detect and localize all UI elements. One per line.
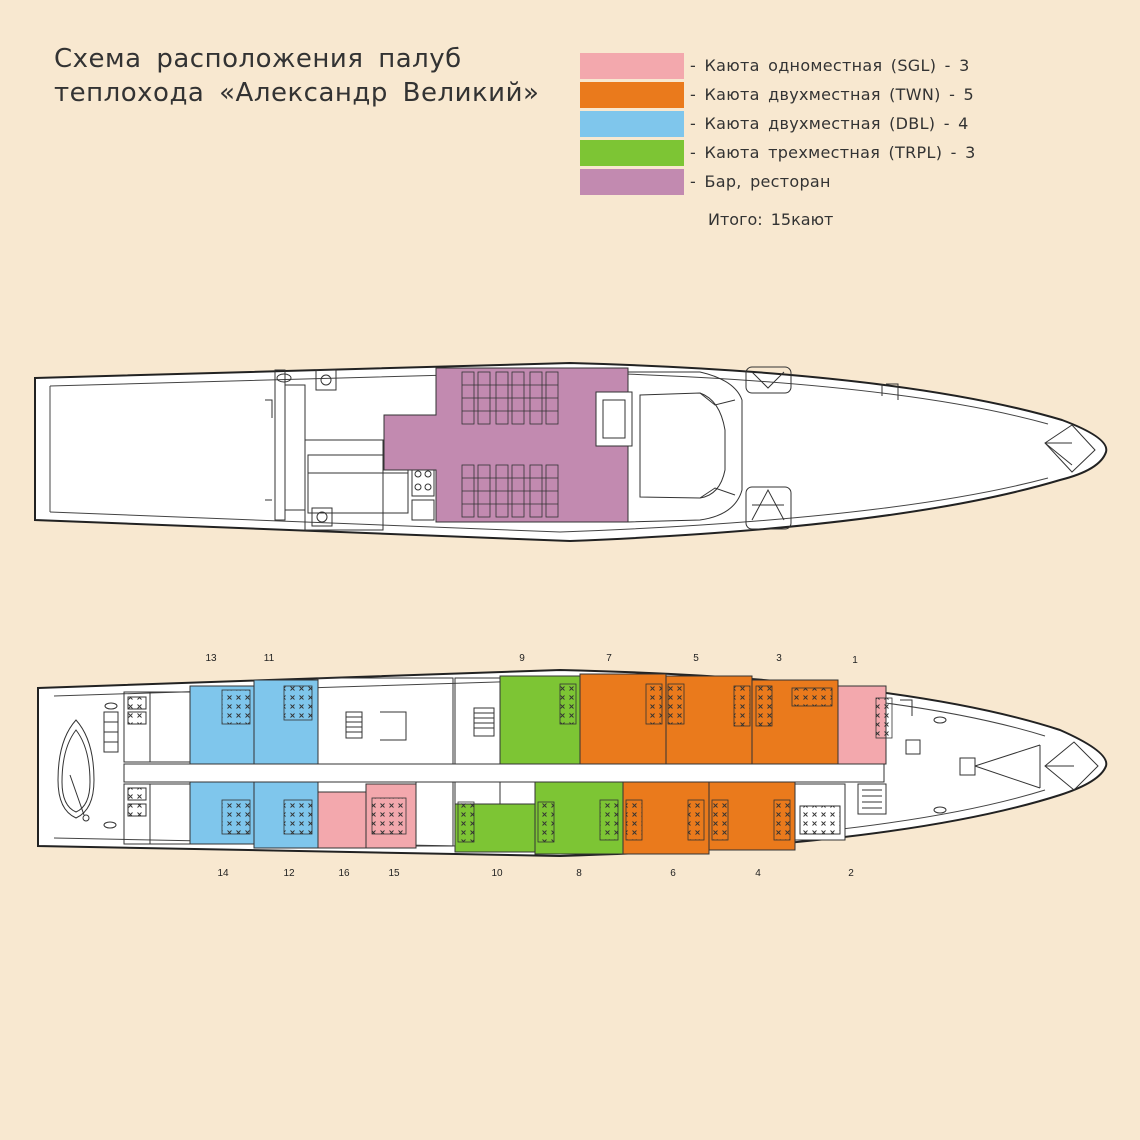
cabins-trpl — [454, 675, 624, 855]
legend-label-dbl: - Каюта двухместная (DBL) - 4 — [690, 114, 969, 133]
cabin-label-2: 2 — [848, 868, 854, 879]
cabins-twn — [579, 673, 839, 855]
total-count: Итого: 15кают — [708, 210, 834, 229]
legend-label-twn: - Каюта двухместная (TWN) - 5 — [690, 85, 975, 104]
lower-deck-bow-details — [794, 699, 1099, 841]
legend-swatch-twn — [580, 82, 684, 108]
cabin-label-15: 15 — [388, 868, 400, 879]
upper-deck-forward-structures — [627, 366, 1096, 530]
legend-label-trpl: - Каюта трехместная (TRPL) - 3 — [690, 143, 976, 162]
cabins-dbl — [189, 679, 319, 849]
cabin-label-5: 5 — [693, 653, 699, 664]
cabin-label-13: 13 — [205, 653, 217, 664]
cabin-label-1: 1 — [852, 655, 858, 666]
title-line-1: Схема расположения палуб — [54, 44, 462, 74]
lower-deck-corridor — [123, 763, 885, 783]
cabin-label-9: 9 — [519, 653, 525, 664]
legend-label-sgl: - Каюта одноместная (SGL) - 3 — [690, 56, 970, 75]
legend-swatch-dbl — [580, 111, 684, 137]
cabin-label-16: 16 — [338, 868, 350, 879]
title-line-2: теплохода «Александр Великий» — [54, 78, 540, 108]
cabin-label-7: 7 — [606, 653, 612, 664]
cabin-16[interactable] — [317, 791, 367, 849]
legend-label-bar: - Бар, ресторан — [690, 172, 831, 191]
cabin-label-10: 10 — [491, 868, 503, 879]
cabin-label-6: 6 — [670, 868, 676, 879]
cabin-label-8: 8 — [576, 868, 582, 879]
cabin-number-labels: 13 11 9 7 5 3 1 14 12 16 15 10 8 6 4 2 — [205, 653, 858, 879]
cabin-label-4: 4 — [755, 868, 761, 879]
cabins-sgl-aft — [317, 783, 417, 849]
cabin-label-11: 11 — [264, 653, 275, 664]
cabin-label-3: 3 — [776, 653, 782, 664]
diagram-title: Схема расположения палуб теплохода «Алек… — [54, 42, 574, 110]
legend-swatch-trpl — [580, 140, 684, 166]
cabin-label-14: 14 — [217, 868, 229, 879]
upper-deck — [34, 361, 1108, 543]
lower-deck-stern-details — [57, 691, 191, 845]
legend-swatch-sgl — [580, 53, 684, 79]
lower-deck — [37, 668, 1108, 858]
legend-swatch-bar — [580, 169, 684, 195]
restaurant-tables — [461, 371, 559, 518]
cabin-label-12: 12 — [283, 868, 295, 879]
